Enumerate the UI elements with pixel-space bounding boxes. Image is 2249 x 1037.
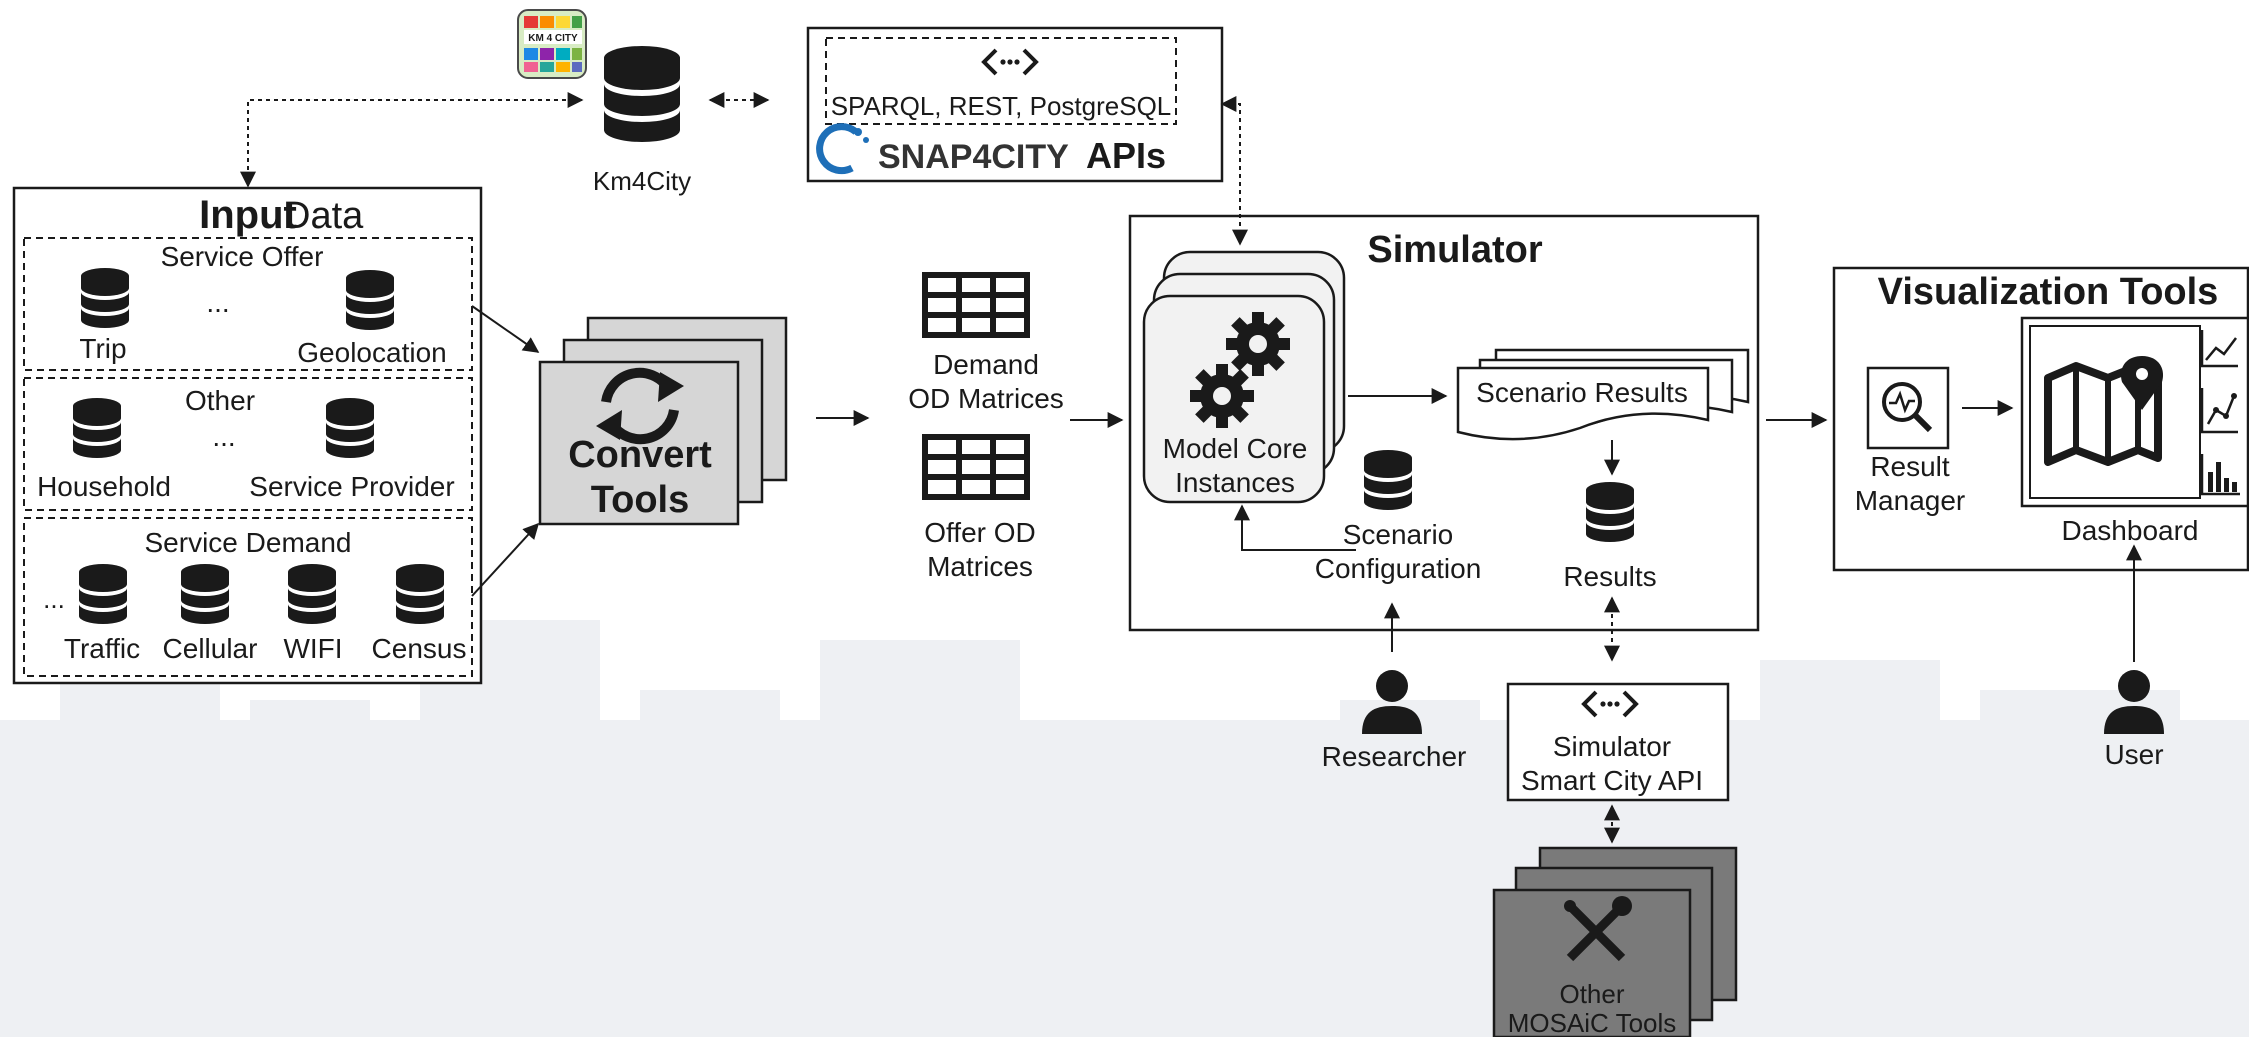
input-data-title: Input [199,193,297,237]
service-offer-to-convert-arrow [471,305,540,353]
researcher-person-icon [1362,670,1422,734]
other-tools-line2: MOSAiC Tools [1508,1008,1677,1037]
apis-to-simulator-connector [1220,96,1248,246]
km4city-to-input-connector [240,92,584,188]
service-demand-group [23,517,473,677]
scatter-chart-icon [2200,388,2238,434]
service-offer-group [23,237,473,371]
researcher-label: Researcher [1322,741,1467,772]
traffic-label: Traffic [64,633,140,664]
demand-matrix-icon [922,272,1030,338]
offer-matrix-icon [922,434,1030,500]
result-manager-line2: Manager [1855,485,1966,516]
offer-matrices-line1: Offer OD [924,517,1036,548]
map-pin-icon [2044,356,2164,466]
api-protocols-label: SPARQL, REST, PostgreSQL [831,91,1172,121]
other-tools-line1: Other [1559,979,1624,1009]
census-label: Census [372,633,467,664]
input-data-title-regular: Data [283,195,364,237]
trip-label: Trip [79,333,126,364]
config-to-model-core-arrow [1234,504,1356,551]
tools-icon [1564,896,1632,962]
km4city-logo-icon: KM 4 CITY [517,9,587,79]
snap4city-brand: SNAP4CITY [878,138,1069,176]
demand-matrices-line1: Demand [933,349,1039,380]
results-label: Results [1563,561,1656,592]
offer-matrices-line2: Matrices [927,551,1033,582]
simulator-title: Simulator [1367,229,1542,271]
user-person-icon [2104,670,2164,734]
result-manager-line1: Result [1870,451,1950,482]
wifi-label: WIFI [283,633,342,664]
bar-chart-icon [2200,454,2240,496]
other-ellipsis: ... [212,421,235,452]
dashboard-label: Dashboard [2062,515,2199,546]
km4city-label: Km4City [593,166,691,196]
service-demand-to-convert-arrow [471,522,540,597]
geolocation-label: Geolocation [297,337,446,368]
user-label: User [2104,739,2163,770]
apis-suffix-label: APIs [1086,135,1166,176]
service-demand-ellipsis: ... [43,584,65,614]
household-label: Household [37,471,171,502]
other-group [23,377,473,511]
smart-city-api-line2: Smart City API [1521,765,1703,796]
tools-label: Tools [591,479,690,521]
result-manager-icon [1866,366,1950,450]
snap4city-apis-box [806,26,1224,183]
cellular-label: Cellular [163,633,258,664]
scenario-results-label: Scenario Results [1476,377,1688,408]
gear-icon-small [1190,364,1254,428]
scenario-configuration-line2: Configuration [1315,553,1482,584]
snap4city-logo-icon [816,123,869,175]
line-chart-icon [2200,330,2238,368]
model-core-line2: Instances [1175,467,1295,498]
km4city-database-icon [604,46,680,142]
convert-label: Convert [568,434,712,476]
demand-matrices-line2: OD Matrices [908,383,1064,414]
gear-icon-large [1226,312,1290,376]
scenario-configuration-line1: Scenario [1343,519,1454,550]
other-heading: Other [185,385,255,416]
smart-city-api-line1: Simulator [1553,731,1671,762]
scenario-results-stack [1456,348,1750,441]
service-offer-ellipsis: ... [206,287,229,318]
model-core-line1: Model Core [1163,433,1308,464]
visualization-tools-title: Visualization Tools [1878,271,2219,313]
refresh-icon [596,367,684,445]
service-offer-heading: Service Offer [161,241,324,272]
service-demand-heading: Service Demand [145,527,352,558]
service-provider-label: Service Provider [249,471,454,502]
api-protocols-box [825,37,1177,125]
km4city-logo-text: KM 4 CITY [528,33,578,44]
